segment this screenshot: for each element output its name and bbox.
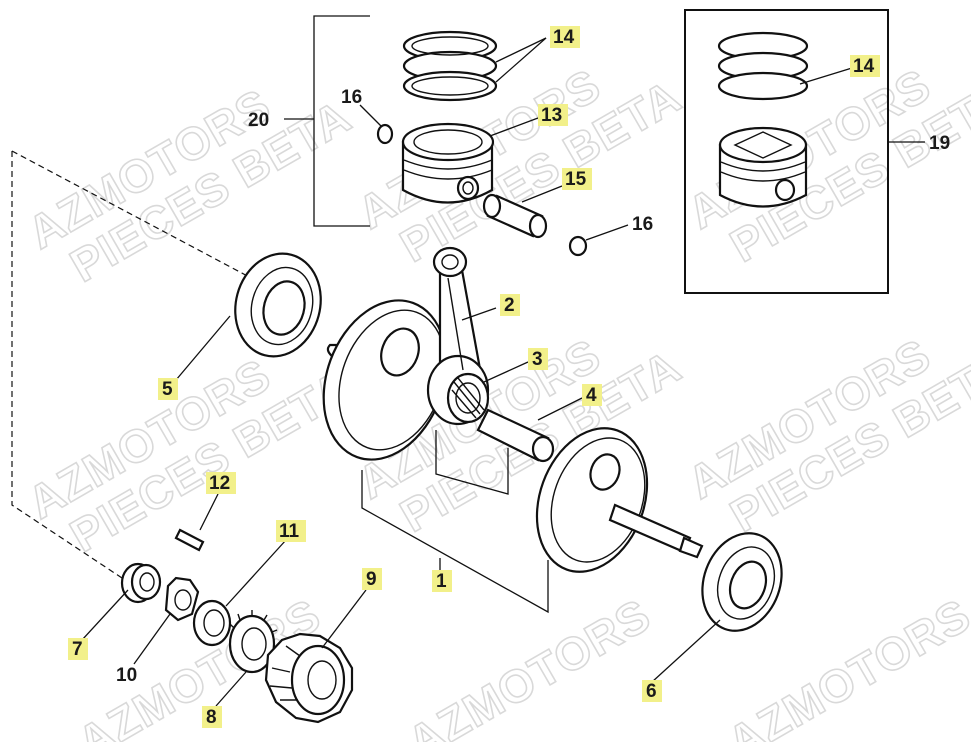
- callout-label: 16: [341, 87, 362, 108]
- callout-label: 19: [929, 133, 950, 154]
- callout-label: 2: [504, 295, 515, 316]
- callout-5[interactable]: 5: [158, 378, 178, 400]
- piston-kit-piston: [718, 126, 808, 208]
- piston-kit-frame: [684, 9, 889, 294]
- callout-10[interactable]: 10: [116, 665, 137, 686]
- needle-bearing: [446, 372, 490, 424]
- crank-pin: [476, 408, 555, 463]
- callout-14-kit[interactable]: 14: [850, 55, 880, 77]
- crank-assembly-bracket: [361, 470, 549, 614]
- callout-16-right[interactable]: 16: [632, 214, 653, 235]
- callout-9[interactable]: 9: [362, 568, 382, 590]
- pilot-bearing: [120, 562, 162, 604]
- callout-label: 14: [553, 27, 575, 48]
- callout-2[interactable]: 2: [500, 294, 520, 316]
- conrod-bracket: [435, 430, 509, 495]
- callout-label: 14: [853, 56, 875, 77]
- callout-label: 1: [436, 571, 447, 592]
- callout-label: 20: [248, 110, 269, 131]
- callout-label: 13: [541, 105, 562, 126]
- callout-label: 3: [532, 349, 543, 370]
- crank-nut: [164, 576, 200, 622]
- callout-label: 16: [632, 214, 653, 235]
- dashed-assembly-line: [11, 151, 126, 581]
- piston-pin: [482, 193, 548, 239]
- callout-12[interactable]: 12: [206, 472, 236, 494]
- callout-label: 11: [279, 521, 300, 542]
- circlip: [376, 123, 394, 145]
- dashed-assembly-line: [11, 150, 256, 281]
- callout-16-top[interactable]: 16: [341, 87, 362, 108]
- callout-label: 4: [586, 385, 597, 406]
- piston-rings: [402, 30, 498, 102]
- watermark-text: AZMOTORS: [399, 588, 659, 742]
- callout-label: 6: [646, 681, 657, 702]
- callout-1[interactable]: 1: [432, 570, 452, 592]
- callout-label: 15: [565, 169, 587, 190]
- callout-19[interactable]: 19: [929, 133, 950, 154]
- lock-washer: [192, 599, 232, 647]
- woodruff-key-pin: [174, 528, 205, 552]
- leader-lines: [81, 37, 853, 707]
- callout-6[interactable]: 6: [642, 680, 662, 702]
- crank-flywheel-right: [535, 427, 704, 573]
- callout-label: 12: [209, 473, 230, 494]
- circlip: [568, 235, 588, 257]
- piston: [401, 122, 495, 204]
- callout-8[interactable]: 8: [202, 706, 222, 728]
- main-bearing-right: [701, 532, 783, 632]
- callout-14-top[interactable]: 14: [550, 26, 580, 48]
- piston-kit-rings: [717, 31, 809, 101]
- primary-drive-gear-small: [228, 610, 278, 674]
- group-bracket-20: [313, 15, 370, 227]
- crank-flywheel-left: [322, 299, 448, 461]
- callout-label: 9: [366, 569, 377, 590]
- callout-label: 10: [116, 665, 137, 686]
- callout-4[interactable]: 4: [582, 384, 602, 406]
- callout-label: 8: [206, 707, 217, 728]
- callout-7[interactable]: 7: [68, 638, 88, 660]
- primary-drive-gear: [264, 632, 354, 724]
- main-bearing-left: [234, 252, 322, 358]
- callout-3[interactable]: 3: [528, 348, 548, 370]
- callout-13[interactable]: 13: [538, 104, 568, 126]
- callout-11[interactable]: 11: [276, 520, 306, 542]
- callout-label: 5: [162, 379, 173, 400]
- callout-20[interactable]: 20: [248, 110, 269, 131]
- callout-label: 7: [72, 639, 83, 660]
- callout-15[interactable]: 15: [562, 168, 592, 190]
